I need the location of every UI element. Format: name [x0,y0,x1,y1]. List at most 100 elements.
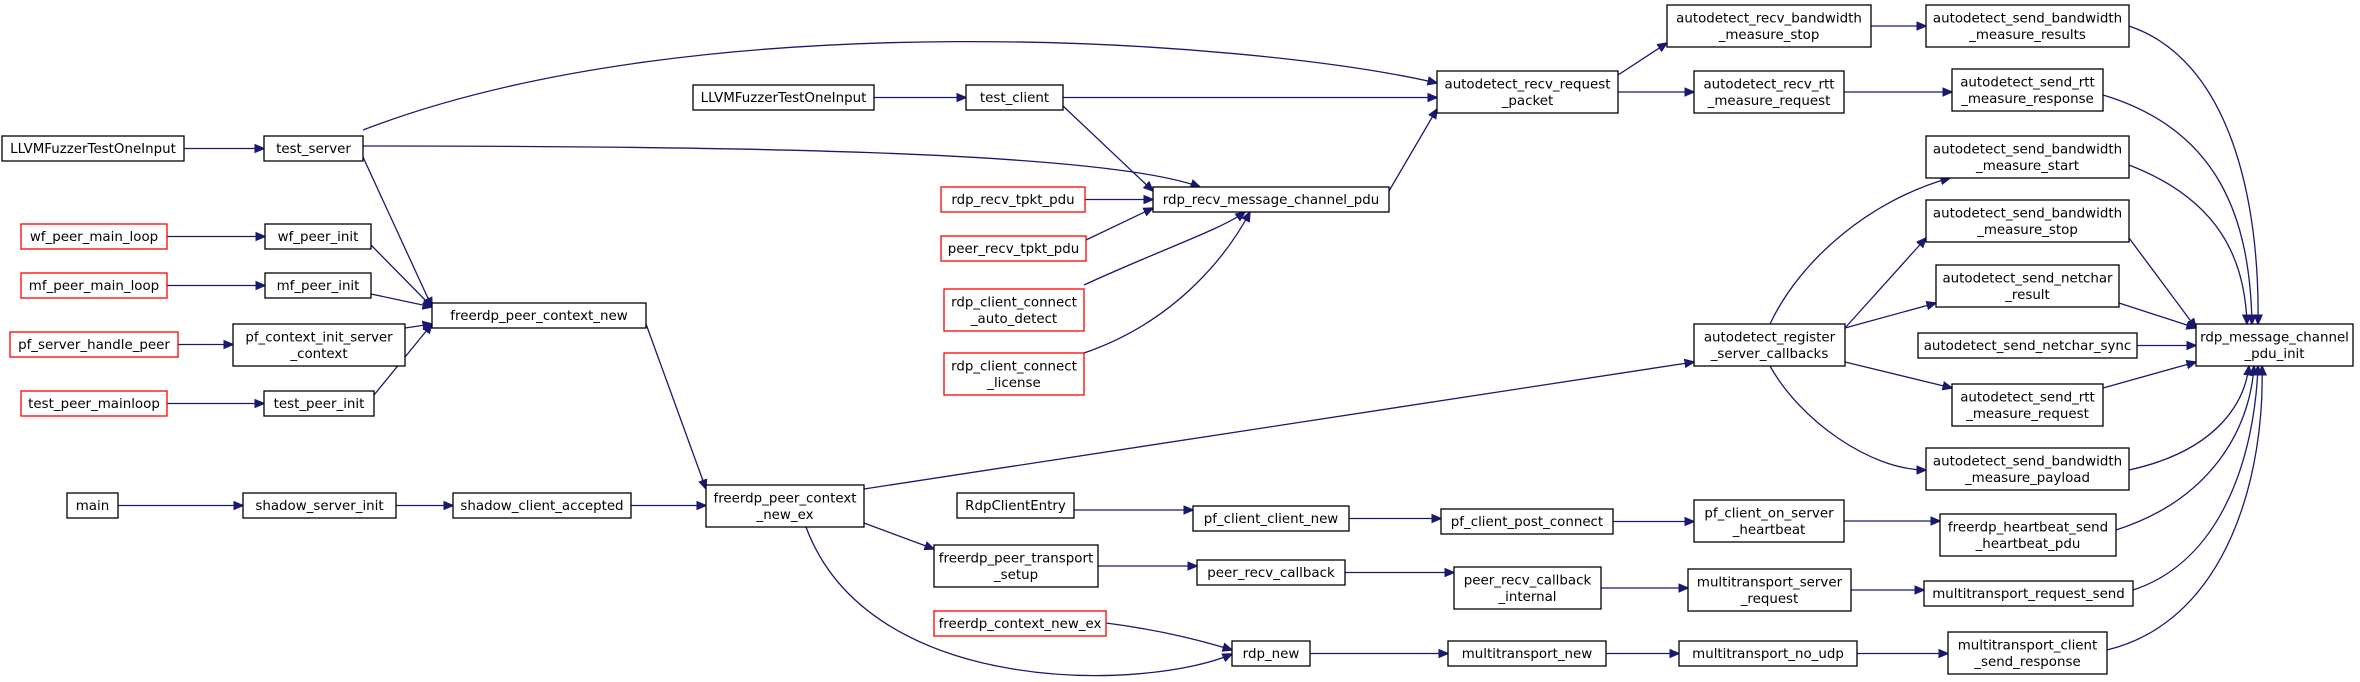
node-wf-peer-main-loop[interactable]: wf_peer_main_loop [20,223,168,250]
node-box[interactable] [1231,640,1311,667]
node-peer-recv-callback[interactable]: peer_recv_callback [1196,559,1346,586]
node-recv-rtt-request[interactable]: autodetect_recv_rtt_measure_request [1693,70,1845,114]
node-rdp-new[interactable]: rdp_new [1231,640,1311,667]
node-llvm-fuzzer-1[interactable]: LLVMFuzzerTestOneInput [1,135,185,162]
node-box[interactable] [20,272,168,299]
node-box[interactable] [1951,68,2104,112]
node-send-bw-results[interactable]: autodetect_send_bandwidth_measure_result… [1925,4,2130,48]
node-box[interactable] [1436,70,1619,114]
node-pf-server-handle-peer[interactable]: pf_server_handle_peer [9,331,179,358]
node-send-bw-stop[interactable]: autodetect_send_bandwidth_measure_stop [1925,199,2130,243]
node-pf-context-init[interactable]: pf_context_init_server_context [232,323,406,367]
node-register-server-callbacks[interactable]: autodetect_register_server_callbacks [1693,323,1846,367]
node-rdp-client-connect-license[interactable]: rdp_client_connect_license [943,352,1085,396]
node-heartbeat-send[interactable]: freerdp_heartbeat_send_heartbeat_pdu [1939,513,2117,557]
node-box[interactable] [1925,135,2130,179]
node-peer-context-new-ex[interactable]: freerdp_peer_context_new_ex [705,484,865,528]
node-box[interactable] [264,223,372,250]
node-context-new-ex[interactable]: freerdp_context_new_ex [933,610,1107,637]
node-peer-context-new[interactable]: freerdp_peer_context_new [431,302,647,329]
node-shadow-client-accepted[interactable]: shadow_client_accepted [452,492,632,519]
node-box[interactable] [1925,4,2130,48]
node-peer-transport-setup[interactable]: freerdp_peer_transport_setup [933,544,1099,588]
node-box[interactable] [1925,447,2130,491]
node-shadow-server-init[interactable]: shadow_server_init [242,492,397,519]
node-box[interactable] [9,331,179,358]
node-box[interactable] [1192,505,1350,532]
node-send-rtt-request[interactable]: autodetect_send_rtt_measure_request [1951,383,2104,427]
node-box[interactable] [242,492,397,519]
node-send-rtt-response[interactable]: autodetect_send_rtt_measure_response [1951,68,2104,112]
node-box[interactable] [1693,70,1845,114]
node-box[interactable] [1923,580,2134,607]
node-box[interactable] [20,223,168,250]
node-send-bw-payload[interactable]: autodetect_send_bandwidth_measure_payloa… [1925,447,2130,491]
node-llvm-fuzzer-2[interactable]: LLVMFuzzerTestOneInput [692,84,875,111]
node-box[interactable] [1693,499,1845,543]
node-rdp-client-entry[interactable]: RdpClientEntry [956,492,1075,519]
node-box[interactable] [263,135,364,162]
node-test-peer-mainloop[interactable]: test_peer_mainloop [20,390,168,417]
node-mf-peer-main-loop[interactable]: mf_peer_main_loop [20,272,168,299]
node-box[interactable] [263,390,375,417]
node-recv-request-packet[interactable]: autodetect_recv_request_packet [1436,70,1619,114]
node-peer-recv-cb-internal[interactable]: peer_recv_callback_internal [1453,566,1602,610]
node-mt-no-udp[interactable]: multitransport_no_udp [1678,640,1858,667]
node-test-peer-init[interactable]: test_peer_init [263,390,375,417]
node-box[interactable] [943,288,1085,332]
node-rdp-client-connect-auto-detect[interactable]: rdp_client_connect_auto_detect [943,288,1085,332]
node-root[interactable]: rdp_message_channel_pdu_init [2195,323,2354,367]
node-box[interactable] [1925,199,2130,243]
node-pf-on-server-heartbeat[interactable]: pf_client_on_server_heartbeat [1693,499,1845,543]
node-box[interactable] [20,390,168,417]
node-mt-client-send-response[interactable]: multitransport_client_send_response [1947,631,2108,675]
node-box[interactable] [1678,640,1858,667]
node-box[interactable] [431,302,647,329]
node-box[interactable] [965,84,1064,111]
node-send-netchar-sync[interactable]: autodetect_send_netchar_sync [1917,332,2138,359]
node-test-server[interactable]: test_server [263,135,364,162]
node-box[interactable] [1935,264,2120,308]
node-mt-server-request[interactable]: multitransport_server_request [1687,568,1852,612]
node-pf-post-connect[interactable]: pf_client_post_connect [1440,508,1614,535]
node-peer-recv-tpkt-pdu[interactable]: peer_recv_tpkt_pdu [940,235,1087,262]
node-box[interactable] [1687,568,1852,612]
node-box[interactable] [940,186,1086,213]
node-box[interactable] [1939,513,2117,557]
node-mf-peer-init[interactable]: mf_peer_init [264,272,372,299]
node-box[interactable] [232,323,406,367]
node-pf-client-new[interactable]: pf_client_client_new [1192,505,1350,532]
node-mt-new[interactable]: multitransport_new [1447,640,1607,667]
node-box[interactable] [1,135,185,162]
node-test-client[interactable]: test_client [965,84,1064,111]
node-box[interactable] [1666,4,1872,48]
node-box[interactable] [2195,323,2354,367]
node-box[interactable] [705,484,865,528]
node-box[interactable] [1152,186,1390,213]
node-box[interactable] [1693,323,1846,367]
node-box[interactable] [1447,640,1607,667]
node-box[interactable] [1453,566,1602,610]
node-box[interactable] [1917,332,2138,359]
node-box[interactable] [933,610,1107,637]
node-box[interactable] [1947,631,2108,675]
node-box[interactable] [933,544,1099,588]
node-box[interactable] [1440,508,1614,535]
node-rdp-recv-tpkt-pdu[interactable]: rdp_recv_tpkt_pdu [940,186,1086,213]
node-box[interactable] [692,84,875,111]
node-wf-peer-init[interactable]: wf_peer_init [264,223,372,250]
node-send-bw-start[interactable]: autodetect_send_bandwidth_measure_start [1925,135,2130,179]
node-box[interactable] [956,492,1075,519]
node-rdp-recv-msg-channel-pdu[interactable]: rdp_recv_message_channel_pdu [1152,186,1390,213]
node-box[interactable] [66,492,119,519]
node-box[interactable] [264,272,372,299]
node-main[interactable]: main [66,492,119,519]
node-send-netchar-result[interactable]: autodetect_send_netchar_result [1935,264,2120,308]
node-box[interactable] [940,235,1087,262]
node-box[interactable] [1196,559,1346,586]
node-mt-request-send[interactable]: multitransport_request_send [1923,580,2134,607]
node-box[interactable] [943,352,1085,396]
node-recv-bw-stop[interactable]: autodetect_recv_bandwidth_measure_stop [1666,4,1872,48]
node-box[interactable] [452,492,632,519]
node-box[interactable] [1951,383,2104,427]
